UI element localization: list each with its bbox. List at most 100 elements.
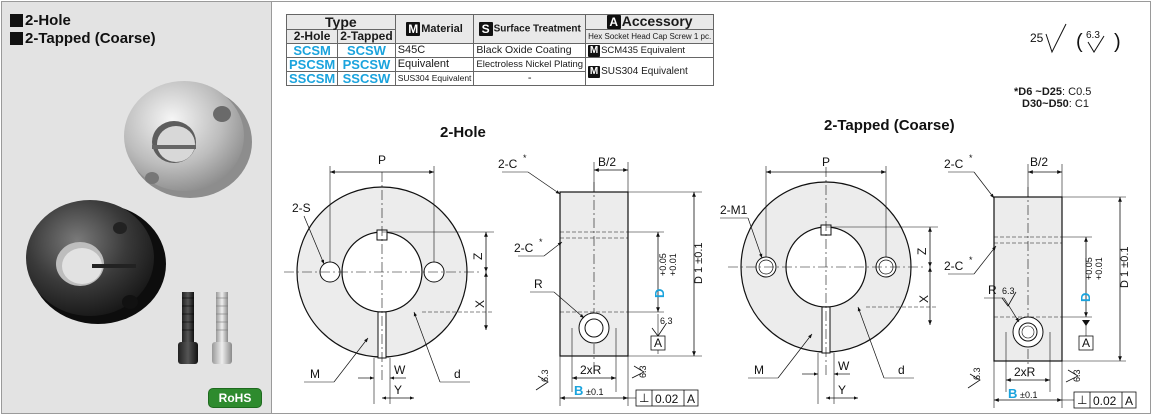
title-2-tapped-text: 2-Tapped (Coarse) [25,30,156,47]
silver-collar-image [124,81,252,198]
dim-b: B [1008,386,1017,401]
section-title-2-tapped: 2-Tapped (Coarse) [824,117,955,134]
perpendicularity-frame [635,389,699,407]
product-photo [26,81,252,364]
material-badge-icon: M [588,65,601,78]
dim-m: M [310,367,320,381]
dim-d-tol-upper: +0.05 [1084,257,1094,280]
bullet-square-icon [10,14,23,27]
asterisk: * [969,255,973,265]
accessory-subheader: Hex Socket Head Cap Screw 1 pc. [585,29,715,45]
dim-2-s: 2-S [292,201,311,215]
surface-header-text: Surface Treatment [493,23,581,35]
paren-close: ) [1114,31,1121,53]
hole-front-view: P 2-S Z X W Y M d [284,153,494,404]
black-collar-image [26,200,166,324]
roughness-check-icon [967,373,981,389]
dim-p: P [378,153,386,167]
material-badge-icon: M [588,44,601,57]
dim-2-m1: 2-M1 [720,203,748,217]
roughness-check-icon [1045,23,1067,54]
code-sscsm: SSCSM [285,71,339,87]
chamfer-value-2: : C1 [1068,98,1089,110]
dim-d-tol-lower: +0.01 [668,253,678,276]
asterisk: * [523,153,527,163]
roughness-sub-value: 6.3 [1086,30,1100,41]
table-row: PSCSM PSCSW Equivalent Electroless Nicke… [285,57,715,87]
material-cell: SUS304 Equivalent [394,71,475,87]
chamfer-range-1: *D6 ~D25 [1014,86,1063,98]
datum-a-box [650,335,666,351]
dim-b-tol: ±0.1 [1020,390,1037,400]
dim-d-bore: D [652,289,667,298]
dim-2xr: 2xR [1014,365,1036,379]
roughness-check-icon [1001,291,1017,307]
dim-z: Z [471,253,485,260]
dim-r: R [534,277,543,291]
dim-2-c: 2-C [498,157,518,171]
chamfer-note: *D6 ~D25: C0.5 D30~D50: C1 [1014,86,1091,110]
type-header: Type [286,13,396,31]
dim-p: P [822,155,830,169]
perp-value: 0.02 [655,392,679,406]
hole-side-view: B/2 2-C * 2-C * D +0.05 +0.01 D 1 ±0.1 6… [498,153,705,407]
dim-b: B [574,383,583,398]
perpendicular-icon: ⊥ [1077,393,1087,407]
dim-x: X [473,300,487,308]
code-pscsm: PSCSM [285,57,339,73]
col-2-hole: 2-Hole [285,29,339,45]
dim-y: Y [838,383,846,397]
dim-d-bore: D [1078,293,1093,302]
datum-a-label: A [1082,336,1090,350]
material-header-text: Material [421,23,463,36]
dim-d-small: d [898,363,905,377]
roughness-6-3: 6.3 [972,367,982,380]
chamfer-range-2: D30~D50 [1022,98,1069,110]
code-scsm: SCSM [285,43,339,59]
product-panel: 2-Hole 2-Tapped (Coarse) [2,2,272,413]
asterisk: * [539,237,543,247]
dim-2-c: 2-C [514,241,534,255]
dim-d-tol-upper: +0.05 [658,253,668,276]
dim-b-tol: ±0.1 [586,387,603,397]
dim-b-half: B/2 [598,155,616,169]
dim-2xr: 2xR [580,363,602,377]
bullet-square-icon [10,32,23,45]
dim-b-half: B/2 [1030,155,1048,169]
dim-2-c: 2-C [944,157,964,171]
chamfer-value-1: : C0.5 [1062,86,1092,98]
roughness-check-icon [535,375,549,391]
accessory-badge-icon: A [606,15,621,30]
surface-cell: - [473,71,587,87]
perp-datum: A [1125,394,1133,408]
tapped-front-view: P 2-M1 Z X W Y M d [720,155,938,404]
roughness-main-value: 25 [1030,31,1044,45]
perpendicular-icon: ⊥ [639,391,649,405]
dim-w: W [838,359,850,373]
roughness-6-3: 6.3 [660,316,673,326]
surface-badge-icon: S [478,22,493,37]
asterisk: * [969,153,973,163]
dim-2-c: 2-C [944,259,964,273]
col-2-tapped: 2-Tapped [337,29,396,45]
tapped-side-view: B/2 2-C * 2-C * D +0.05 +0.01 D 1 ±0.1 R… [944,153,1137,409]
dim-w: W [394,363,406,377]
rohs-badge: RoHS [208,388,262,408]
dim-d1: D 1 ±0.1 [1119,246,1131,288]
accessory-text: SUS304 Equivalent [601,66,688,78]
title-2-hole: 2-Hole [10,12,71,29]
dim-d1: D 1 ±0.1 [693,242,705,284]
code-sscsw: SSCSW [337,71,396,87]
code-scsw: SCSW [337,43,396,59]
perpendicularity-frame [1073,391,1137,409]
paren-open: ( [1076,31,1083,53]
material-badge-icon: M [406,22,421,37]
dim-x: X [917,295,931,303]
